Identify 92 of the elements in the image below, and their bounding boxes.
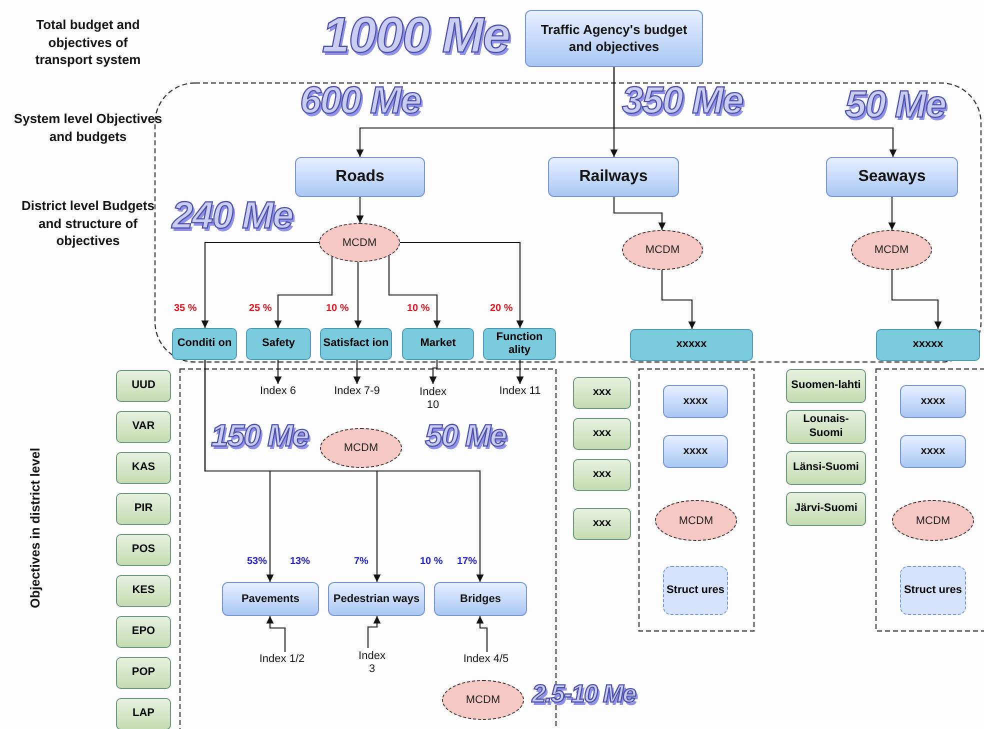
transport-mode-box: Railways	[548, 157, 679, 197]
index-label: Index 11	[490, 384, 550, 400]
arrow	[274, 360, 282, 384]
district-box: Lounais-Suomi	[786, 410, 866, 444]
weight-percent: 10 %	[407, 303, 430, 314]
index-label: Index 10	[414, 384, 452, 414]
budget-figure: 240 Me	[172, 197, 293, 235]
objective-box: xxxxx	[876, 329, 980, 361]
arrow	[201, 242, 319, 328]
objective-box: Safety	[246, 328, 311, 360]
objective-box: Function ality	[483, 328, 556, 360]
district-box: xxx	[573, 508, 631, 540]
index-label: Index 6	[250, 384, 306, 400]
arrow	[661, 270, 696, 329]
district-box: KES	[116, 575, 171, 607]
agency-box: Traffic Agency's budget and objectives	[525, 10, 703, 67]
arrow	[613, 197, 666, 230]
district-box: Suomen-lahti	[786, 369, 866, 403]
process-box: Bridges	[434, 582, 527, 616]
transport-mode-box: Roads	[295, 157, 425, 197]
arrow	[429, 360, 438, 384]
budget-figure: 2.5-10 Me	[532, 682, 636, 707]
transport-mode-box: Seaways	[826, 157, 958, 197]
weight-percent: 20 %	[490, 303, 513, 314]
mcdm-ellipse: MCDM	[622, 230, 703, 270]
budget-figure: 1000 Me	[322, 10, 510, 60]
process-box: xxxx	[900, 385, 966, 418]
budget-figure: 50 Me	[425, 420, 506, 451]
objective-box: Market	[402, 328, 474, 360]
district-box: EPO	[116, 616, 171, 648]
process-box: xxxx	[900, 435, 966, 468]
share-percent: 53%	[247, 556, 268, 567]
district-box: xxx	[573, 377, 631, 409]
budget-figure: 600 Me	[300, 82, 421, 120]
index-label: Index 1/2	[244, 652, 320, 668]
arrow	[891, 270, 942, 329]
budget-figure: 150 Me	[211, 420, 308, 451]
district-box: LAP	[116, 698, 171, 729]
district-box: PIR	[116, 493, 171, 525]
arrow	[356, 197, 364, 223]
arrow	[367, 616, 381, 648]
arrow	[888, 197, 896, 230]
level-heading: District level Budgets and structure of objectives	[20, 197, 156, 250]
mcdm-ellipse: MCDM	[851, 230, 932, 270]
district-box: UUD	[116, 370, 171, 402]
arrow	[204, 360, 484, 582]
district-box: xxx	[573, 459, 631, 491]
index-label: Index 7-9	[322, 384, 392, 400]
objective-box: Satisfact ion	[320, 328, 392, 360]
arrow	[516, 360, 524, 384]
process-box: xxxx	[663, 385, 728, 418]
district-box: Länsi-Suomi	[786, 451, 866, 485]
weight-percent: 10 %	[326, 303, 349, 314]
arrow	[400, 242, 524, 328]
arrow	[266, 616, 286, 652]
structures-box: Struct ures	[900, 566, 966, 615]
index-label: Index 4/5	[448, 652, 524, 668]
district-box: POS	[116, 534, 171, 566]
index-label: Index 3	[352, 648, 392, 678]
arrow	[353, 360, 361, 384]
process-box: Pedestrian ways	[328, 582, 425, 616]
process-box: Pavements	[222, 582, 319, 616]
arrow	[476, 616, 488, 652]
level-heading: Total budget and objectives of transport system	[34, 16, 142, 69]
level-heading: Objectives in district level	[28, 448, 42, 608]
process-box: xxxx	[663, 435, 728, 468]
weight-percent: 25 %	[249, 303, 272, 314]
district-box: POP	[116, 657, 171, 689]
share-percent: 17%	[457, 556, 478, 567]
district-box: Järvi-Suomi	[786, 492, 866, 526]
share-percent: 13%	[290, 556, 310, 567]
weight-percent: 35 %	[174, 303, 197, 314]
arrow	[613, 67, 897, 157]
level-heading: System level Objectives and budgets	[13, 110, 163, 146]
mcdm-ellipse: MCDM	[320, 428, 402, 468]
share-percent: 10 %	[420, 556, 443, 567]
structures-box: Struct ures	[663, 566, 728, 615]
objective-box: Conditi on	[172, 328, 237, 360]
mcdm-ellipse: MCDM	[442, 680, 524, 720]
budget-figure: 50 Me	[845, 86, 946, 124]
budget-figure: 350 Me	[622, 82, 743, 120]
district-box: xxx	[573, 418, 631, 450]
arrow	[274, 256, 333, 328]
mcdm-ellipse: MCDM	[319, 223, 400, 262]
share-percent: 7%	[354, 556, 368, 567]
arrow	[354, 262, 362, 328]
arrow	[388, 256, 441, 328]
district-box: KAS	[116, 452, 171, 484]
mcdm-ellipse: MCDM	[655, 500, 737, 541]
mcdm-ellipse: MCDM	[892, 500, 974, 541]
objective-box: xxxxx	[630, 329, 753, 361]
district-box: VAR	[116, 411, 171, 443]
